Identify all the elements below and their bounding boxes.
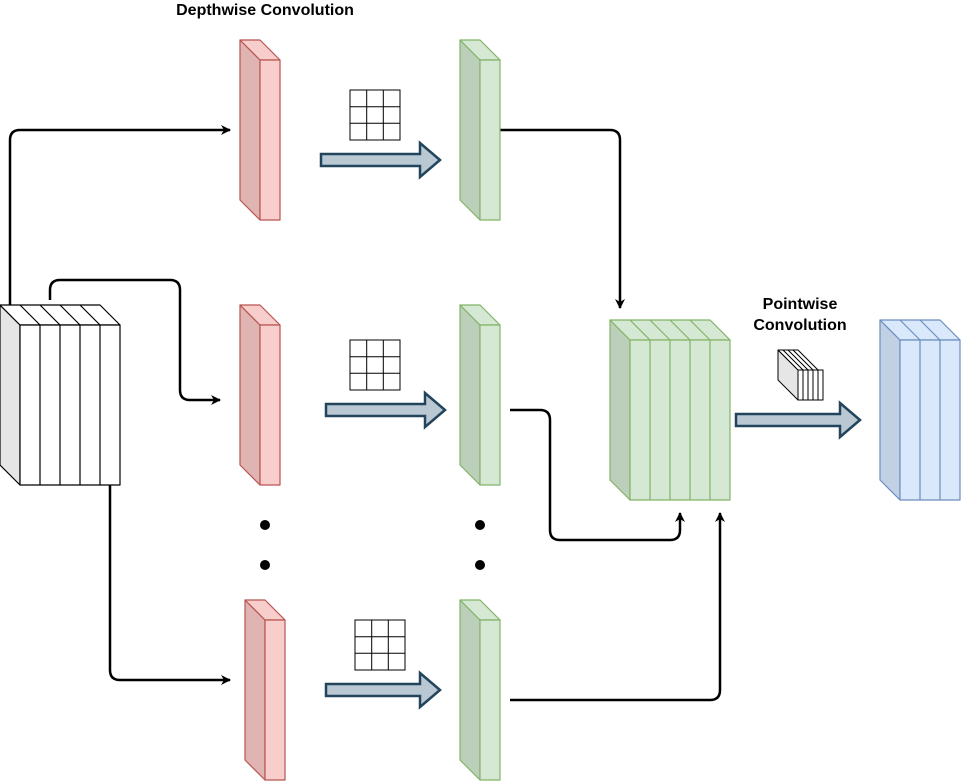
connector-input-to-red-top <box>8 125 231 305</box>
kernel-3x3-bottom <box>354 619 406 671</box>
block-arrow-top <box>319 140 442 180</box>
stacked-depthwise-output <box>609 319 731 501</box>
connector-input-to-red-mid <box>48 278 221 405</box>
connector-green-mid-to-stack <box>510 408 685 542</box>
block-arrow-middle <box>324 390 447 430</box>
connector-lines <box>8 125 725 702</box>
output-feature-map <box>879 319 961 501</box>
pointwise-convolution-label-line1: Pointwise <box>762 296 838 313</box>
input-front-face <box>19 324 121 486</box>
red-slice-middle <box>239 304 281 486</box>
input-feature-map <box>0 304 121 486</box>
pointwise-kernel-1x1 <box>777 349 824 401</box>
connector-green-top-to-stack <box>500 128 625 309</box>
ellipsis-dot <box>260 560 270 570</box>
ellipsis-dot <box>475 560 485 570</box>
kernel-3x3-middle <box>349 339 401 391</box>
green-slice-top <box>459 39 501 221</box>
ellipsis-dot <box>260 520 270 530</box>
input-top-face <box>0 304 121 326</box>
red-slice-bottom <box>244 599 286 781</box>
block-arrow-pointwise <box>734 400 862 440</box>
input-side-face <box>0 304 21 486</box>
red-slice-top <box>239 39 281 221</box>
green-slice-bottom <box>459 599 501 781</box>
block-arrow-bottom <box>324 670 442 710</box>
ellipsis-dot <box>475 520 485 530</box>
depthwise-convolution-label: Depthwise Convolution <box>176 2 354 19</box>
connector-green-bottom-to-stack <box>510 512 725 702</box>
connector-input-to-red-bottom <box>108 485 231 685</box>
green-slice-middle <box>459 304 501 486</box>
kernel-3x3-top <box>349 89 401 141</box>
pointwise-convolution-label-line2: Convolution <box>753 317 847 334</box>
